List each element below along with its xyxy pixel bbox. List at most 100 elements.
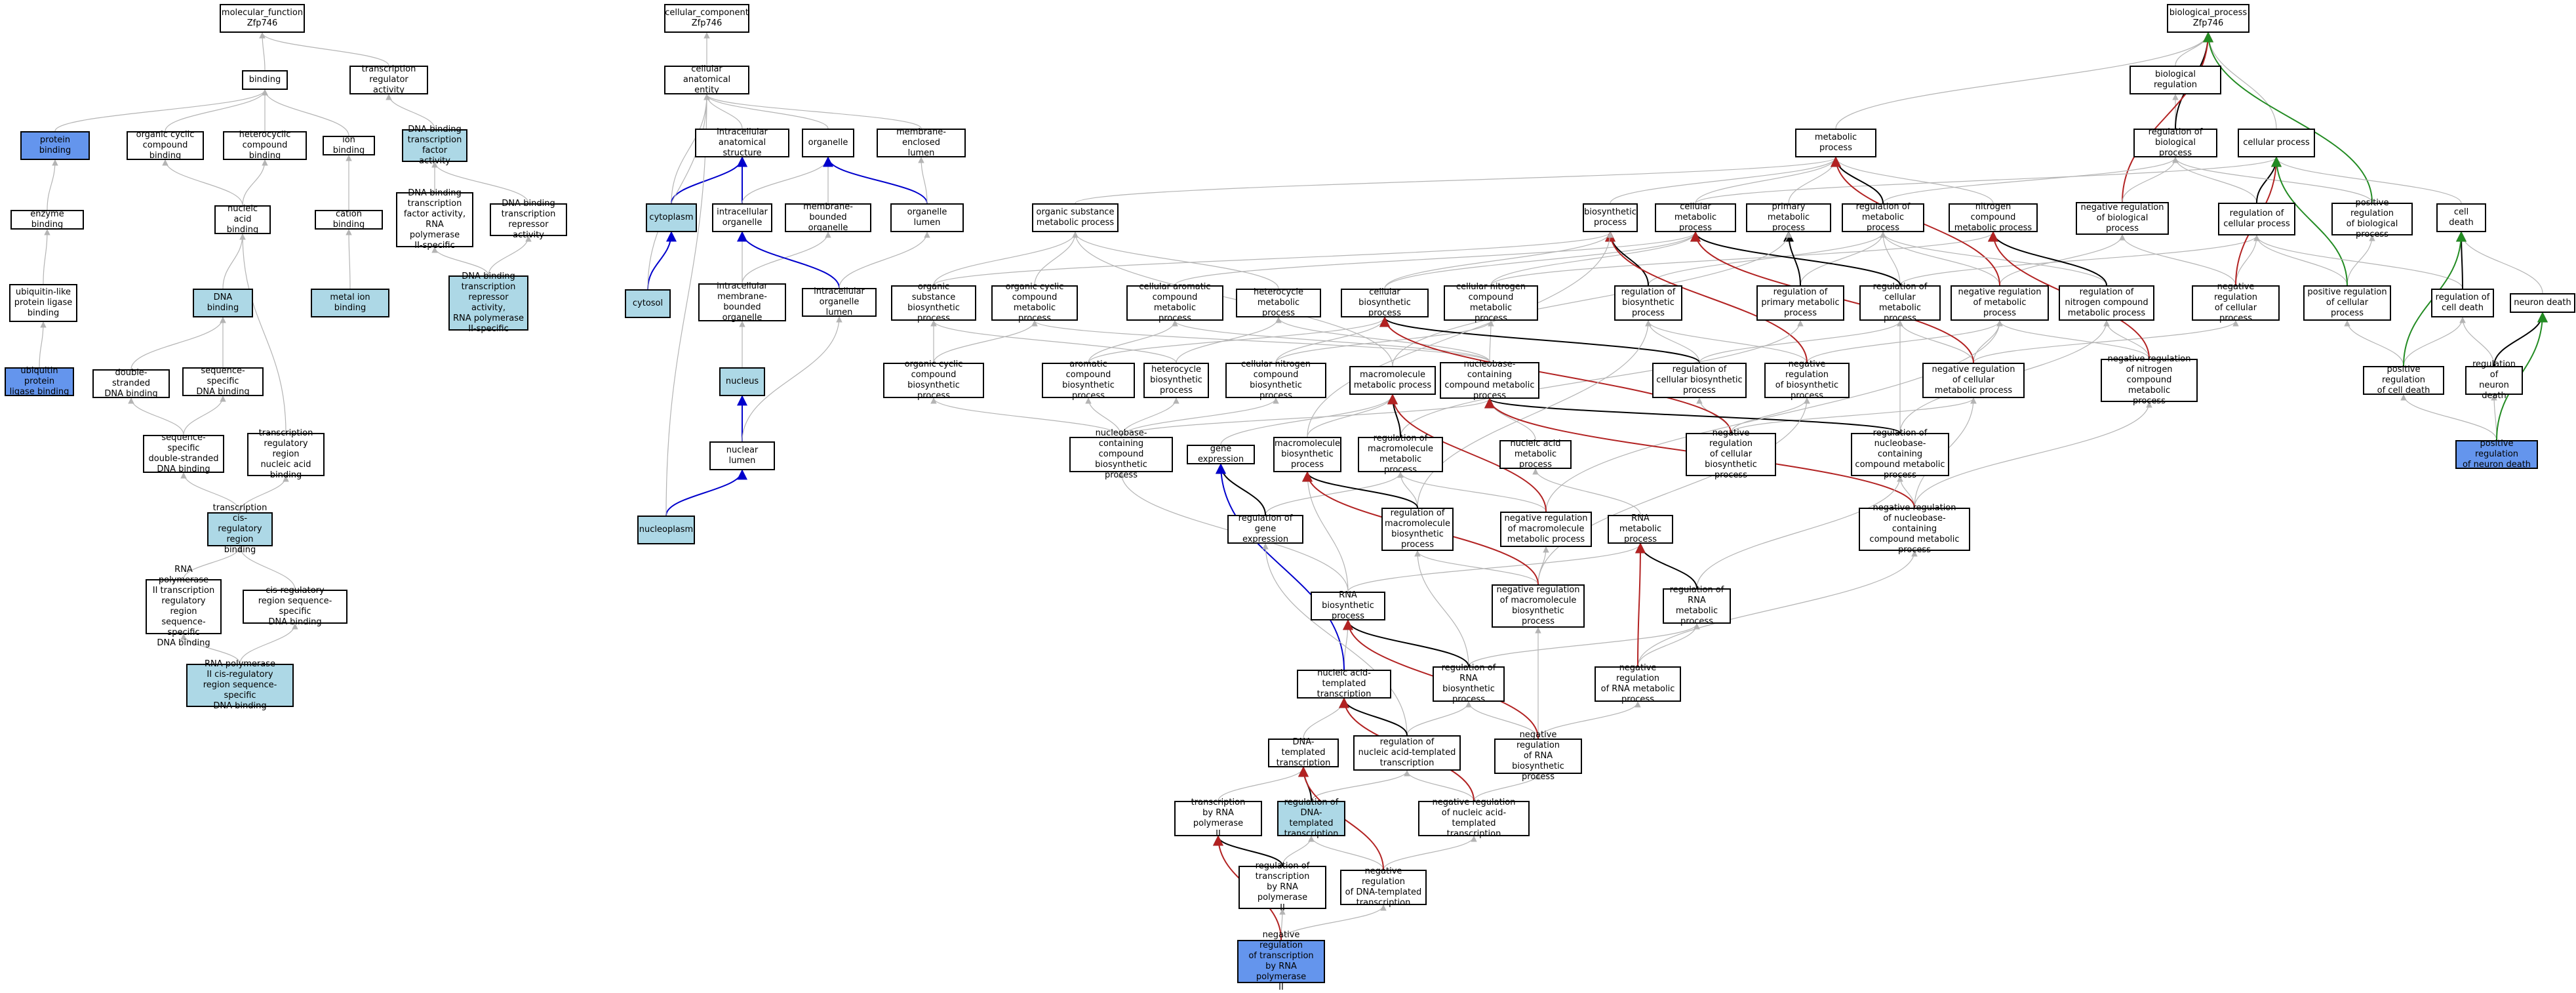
edge-is-a <box>386 94 435 130</box>
go-term-node: DNA binding <box>193 289 253 317</box>
go-term-node: organelle lumen <box>890 203 964 232</box>
go-term-node: binding <box>242 70 288 90</box>
go-term-node: regulation of DNA-templated transcriptio… <box>1277 798 1345 839</box>
go-term-node: organic substance biosynthetic process <box>891 282 976 323</box>
edge-is-a <box>1610 157 1839 204</box>
edge-is-a <box>1880 232 2000 286</box>
edge-is-a <box>1280 904 1387 941</box>
edge-is-a <box>1880 232 2107 286</box>
go-term-node: cellular metabolic process <box>1655 202 1736 233</box>
edge-is-a <box>1120 397 1179 437</box>
go-term-node: ion binding <box>323 135 375 155</box>
edge-is-a <box>1806 320 2003 363</box>
go-term-node: cis-regulatory region sequence-specific … <box>243 586 347 627</box>
go-term-node: DNA-binding transcription repressor acti… <box>448 272 528 334</box>
edge-is-a <box>1973 320 2239 363</box>
edge-is-a <box>1172 320 1490 363</box>
edge-regulates <box>2493 312 2548 367</box>
edge-is-a <box>1696 476 1903 589</box>
go-term-node: negative regulation of biological proces… <box>2076 202 2169 235</box>
edge-is-a <box>1545 320 2003 512</box>
edge-regulates <box>1343 619 1469 667</box>
edge-is-a <box>933 320 1038 363</box>
go-term-node: regulation of macromolecule metabolic pr… <box>1358 434 1443 475</box>
go-term-node: biological regulation <box>2130 66 2221 94</box>
go-term-node: cellular nitrogen compound biosynthetic … <box>1225 359 1326 401</box>
edge-is-a <box>1220 394 1396 445</box>
go-term-node: regulation of biosynthetic process <box>1614 285 1682 321</box>
go-term-node: molecular_function Zfp746 <box>220 4 305 33</box>
edge-is-a <box>488 235 532 276</box>
go-term-node: sequence-specific DNA binding <box>182 366 264 397</box>
go-term-node: cation binding <box>315 209 383 230</box>
edge-is-a <box>1996 320 2150 359</box>
go-term-node: cellular anatomical entity <box>664 64 749 95</box>
edge-is-a <box>128 397 184 436</box>
edge-is-a <box>1800 232 1886 286</box>
go-term-node: regulation of nitrogen compound metaboli… <box>2059 285 2154 321</box>
go-term-node: DNA-templated transcription <box>1268 737 1339 768</box>
go-term-node: DNA-binding transcription repressor acti… <box>490 199 567 240</box>
edge-is-a <box>918 157 928 204</box>
edge-is-a <box>1397 472 1547 512</box>
go-term-node: macromolecule metabolic process <box>1349 366 1436 395</box>
go-term-node: regulation of cellular process <box>2218 203 2295 235</box>
edge-is-a <box>1303 698 1347 739</box>
edge-positively-regulates <box>2271 156 2348 286</box>
edge-is-a <box>1262 543 1408 736</box>
go-term-node: positive regulation of cellular process <box>2303 285 2391 321</box>
go-term-node: cell death <box>2436 203 2486 232</box>
go-term-node: ubiquitin-like protein ligase binding <box>9 284 77 322</box>
go-term-node: regulation of nucleobase-containing comp… <box>1851 428 1949 480</box>
edge-is-a <box>1637 550 1918 667</box>
edge-is-a <box>2403 317 2466 367</box>
edge-is-a <box>1400 320 1804 437</box>
edge-is-a <box>671 94 710 204</box>
go-term-node: regulation of cellular metabolic process <box>1859 282 1941 323</box>
edge-regulates <box>1339 697 1408 736</box>
go-term-node: heterocyclic compound binding <box>223 130 307 161</box>
go-term-node: organic cyclic compound binding <box>127 130 204 161</box>
go-term-node: heterocycle biosynthetic process <box>1143 363 1209 398</box>
go-term-node: nitrogen compound metabolic process <box>1949 202 2038 233</box>
edge-part-of <box>823 156 928 204</box>
go-term-node: negative regulation of nitrogen compound… <box>2101 354 2198 406</box>
go-term-node: transcription cis-regulatory region bind… <box>207 503 273 555</box>
edge-is-a <box>1648 232 1886 286</box>
go-term-node: macromolecule biosynthetic process <box>1273 437 1341 472</box>
edge-is-a <box>933 232 1614 286</box>
go-term-node: nucleus <box>719 367 765 396</box>
go-term-node: positive regulation of neuron death <box>2455 439 2538 470</box>
edge-is-a <box>1404 770 1475 801</box>
edge-is-a <box>2458 232 2543 294</box>
go-term-node: regulation of nucleic acid-templated tra… <box>1353 735 1461 771</box>
edge-is-a <box>1699 320 1903 363</box>
edge-is-a <box>1176 317 1282 363</box>
edge-is-a <box>1311 770 1410 801</box>
go-term-node: regulation of RNA biosynthetic process <box>1433 663 1505 704</box>
go-term-node: negative regulation of macromolecule met… <box>1500 512 1592 547</box>
edge-is-a <box>1882 157 2179 204</box>
go-term-node: RNA metabolic process <box>1608 514 1673 544</box>
edge-is-a <box>1307 232 1614 437</box>
edge-is-a <box>1072 232 1279 289</box>
edge-is-a <box>239 623 298 664</box>
go-term-node: metal ion binding <box>311 289 389 317</box>
go-term-node: nucleoplasm <box>637 516 695 544</box>
edge-is-a <box>1383 836 1477 870</box>
edge-is-a <box>1880 232 1901 286</box>
edge-is-a <box>1304 472 1349 592</box>
edge-is-a <box>1075 157 1839 204</box>
edge-negatively-regulates <box>1605 231 1808 363</box>
edge-is-a <box>54 89 268 132</box>
edge-is-a <box>839 232 930 289</box>
edge-is-a <box>2344 320 2404 367</box>
edge-is-a <box>933 232 1079 286</box>
edge-is-a <box>1914 401 2152 508</box>
go-term-node: regulation of primary metabolic process <box>1756 285 1844 321</box>
edge-regulates <box>1484 397 1901 434</box>
go-term-node: negative regulation of macromolecule bio… <box>1492 584 1585 628</box>
go-term-node: enzyme binding <box>10 209 84 230</box>
go-term-node: transcription regulatory region nucleic … <box>247 428 325 480</box>
edge-is-a <box>239 233 287 434</box>
